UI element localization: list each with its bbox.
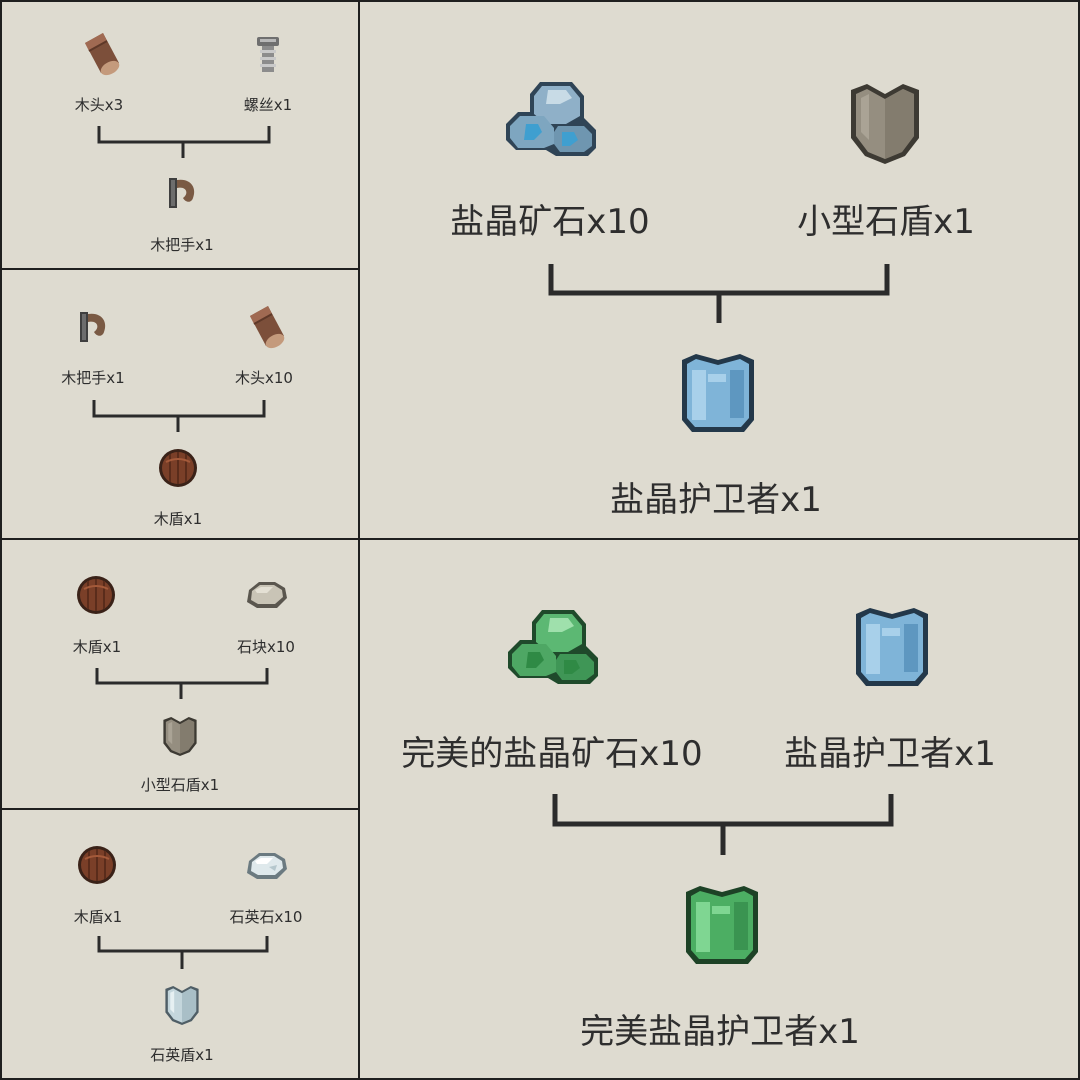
output-label-wooden-shield: 木盾x1: [153, 510, 203, 528]
input-label-screw: 螺丝x1: [243, 96, 293, 114]
stone-block-icon: [247, 582, 287, 608]
small-stone-shield-icon: [163, 716, 197, 757]
input-label-wooden-shield: 木盾x1: [72, 638, 122, 656]
output-label-quartz-shield: 石英盾x1: [150, 1046, 214, 1064]
input-label-salt-crystal-guardian: 盐晶护卫者x1: [784, 734, 996, 774]
recipe-panel-quartz-shield: 木盾x1 石英石x10 石英盾x1: [0, 808, 360, 1080]
quartz-icon: [247, 853, 287, 879]
output-label-small-stone-shield: 小型石盾x1: [140, 776, 220, 794]
bracket-connector: [95, 668, 269, 699]
input-label-small-stone-shield: 小型石盾x1: [797, 202, 975, 242]
perfect-salt-crystal-ore-icon: [508, 610, 598, 684]
recipe-panel-perfect-salt-crystal-guardian: 完美的盐晶矿石x10 盐晶护卫者x1 完美盐晶护卫者x1: [358, 538, 1080, 1080]
wooden-handle-icon: [80, 312, 106, 342]
recipe-panel-salt-crystal-guardian: 盐晶矿石x10 小型石盾x1 盐晶护卫者x1: [358, 0, 1080, 540]
wooden-shield-icon: [77, 576, 115, 614]
perfect-salt-crystal-guardian-icon: [686, 886, 758, 964]
bracket-connector: [548, 264, 890, 323]
input-label-wood: 木头x3: [74, 96, 124, 114]
bracket-connector: [97, 126, 271, 158]
input-label-wood: 木头x10: [235, 369, 293, 387]
quartz-shield-icon: [165, 985, 199, 1026]
salt-crystal-ore-icon: [506, 82, 596, 156]
wooden-handle-icon: [169, 178, 195, 208]
salt-crystal-guardian-icon: [856, 608, 928, 686]
input-label-wooden-shield: 木盾x1: [73, 908, 123, 926]
bracket-connector: [97, 936, 269, 969]
recipe-panel-wooden-handle: 木头x3 螺丝x1 木把手x1: [0, 0, 360, 270]
salt-crystal-guardian-icon: [682, 354, 754, 432]
bracket-connector: [552, 794, 894, 855]
input-label-wooden-handle: 木把手x1: [61, 369, 125, 387]
output-label-wooden-handle: 木把手x1: [150, 236, 214, 254]
wooden-shield-icon: [159, 449, 197, 487]
input-label-quartz: 石英石x10: [229, 908, 303, 926]
wood-log-icon: [85, 33, 120, 76]
wooden-shield-icon: [78, 846, 116, 884]
screw-icon: [257, 37, 279, 72]
bracket-connector: [92, 400, 266, 432]
wood-log-icon: [250, 306, 285, 349]
recipe-panel-small-stone-shield: 木盾x1 石块x10 小型石盾x1: [0, 538, 360, 810]
small-stone-shield-icon: [851, 84, 919, 164]
input-label-stone-block: 石块x10: [237, 638, 295, 656]
output-label-perfect-salt-crystal-guardian: 完美盐晶护卫者x1: [580, 1012, 860, 1052]
input-label-perfect-salt-crystal-ore: 完美的盐晶矿石x10: [401, 734, 703, 774]
output-label-salt-crystal-guardian: 盐晶护卫者x1: [610, 480, 822, 520]
input-label-salt-crystal-ore: 盐晶矿石x10: [450, 202, 650, 242]
recipe-panel-wooden-shield: 木把手x1 木头x10 木盾x1: [0, 268, 360, 540]
